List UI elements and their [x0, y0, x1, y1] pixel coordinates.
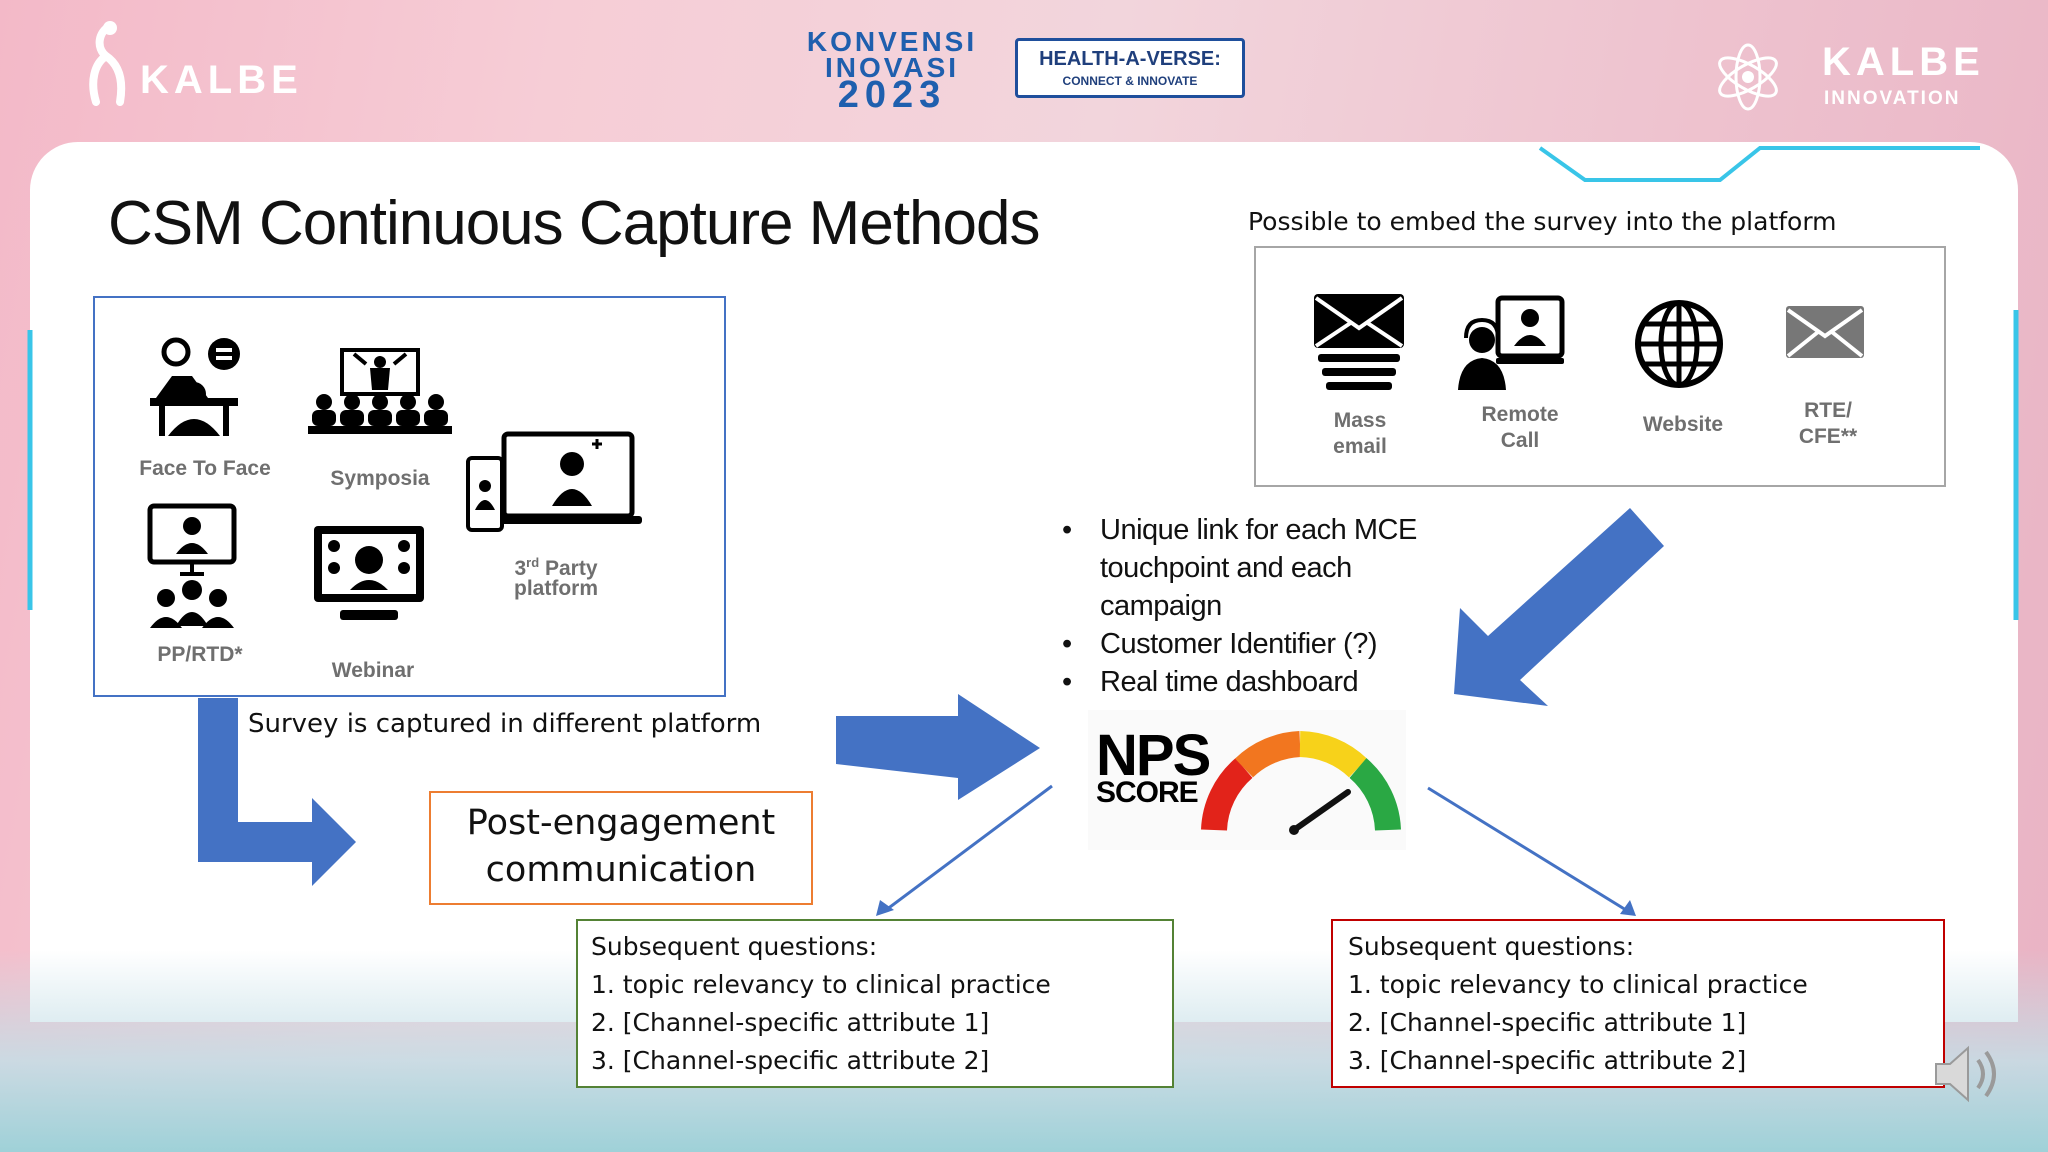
third-party-sup: rd [526, 555, 540, 570]
arrow-embed-to-nps [1454, 508, 1664, 706]
kalbe-logo-right-sub: INNOVATION [1824, 88, 1961, 109]
theme-title: HEALTH-A-VERSE: [1039, 48, 1221, 70]
post-engagement-box [429, 791, 813, 905]
arrow-left-box-to-post [198, 698, 356, 886]
kalbe-logo-left-text: KALBE [140, 58, 303, 102]
questions-left-q3: 3. [Channel-specific attribute 2] [591, 1046, 990, 1075]
rte-label-1: RTE/ [1804, 399, 1852, 422]
symposia-label: Symposia [330, 467, 430, 490]
rte-cfe-envelope-icon [1786, 306, 1864, 358]
bullet-dot-2: • [1062, 628, 1072, 660]
third-party-platform-icon [466, 431, 642, 532]
theme-badge [1015, 38, 1245, 98]
rte-label-2: CFE** [1798, 425, 1858, 448]
third-party-rest: Party [539, 557, 598, 580]
face-to-face-icon [150, 337, 240, 436]
nps-score-text: SCORE [1096, 776, 1199, 809]
pp-rtd-label: PP/RTD* [157, 643, 243, 666]
kalbe-innovation-logo-icon [1718, 43, 1778, 111]
bullet-dot-1: • [1062, 514, 1072, 546]
embed-caption: Possible to embed the survey into the pl… [1248, 207, 1837, 236]
arrow-nps-to-left-questions [885, 784, 1053, 912]
third-party-num: 3 [514, 557, 527, 580]
bullet-1-line-2: touchpoint and each [1100, 552, 1352, 584]
survey-channels-box [93, 296, 726, 697]
bullet-3: Real time dashboard [1100, 666, 1359, 698]
speaker-icon[interactable] [1932, 1040, 2010, 1108]
remote-call-label-2: Call [1500, 429, 1540, 452]
mass-email-label-1: Mass [1333, 409, 1387, 432]
nps-gauge-icon [1201, 731, 1401, 835]
webinar-label: Webinar [331, 659, 415, 682]
kalbe-logo-icon [89, 21, 126, 106]
questions-left-heading: Subsequent questions: [591, 932, 878, 961]
bullet-1-line-1: Unique link for each MCE [1100, 514, 1417, 546]
theme-subtitle: CONNECT & INNOVATE [1062, 74, 1198, 88]
questions-right-q1: 1. topic relevancy to clinical practice [1348, 970, 1808, 999]
bullet-2: Customer Identifier (?) [1100, 628, 1378, 660]
slide-title: CSM Continuous Capture Methods [108, 189, 1040, 258]
arrow-nps-to-left-questions-head [876, 900, 894, 916]
third-party-label-line2: platform [514, 577, 598, 600]
webinar-icon [314, 526, 424, 620]
event-line-1: KONVENSI [806, 26, 978, 57]
questions-left-q1: 1. topic relevancy to clinical practice [591, 970, 1051, 999]
remote-call-icon [1458, 295, 1565, 390]
pp-rtd-icon [147, 503, 237, 628]
subsequent-questions-right-box [1331, 919, 1945, 1088]
symposia-icon [308, 348, 452, 434]
embed-channels-box [1254, 246, 1946, 487]
header-band: KALBE KONVENSI INOVASI 2023 HEALTH-A-VER… [0, 0, 2048, 150]
website-label: Website [1642, 413, 1724, 436]
arrow-nps-to-right-questions-head [1620, 900, 1636, 916]
nps-text: NPS [1096, 723, 1211, 788]
mass-email-icon [1314, 294, 1404, 390]
website-globe-icon [1635, 300, 1723, 388]
arrow-survey-to-nps [836, 694, 1040, 800]
bullet-dot-3: • [1062, 666, 1072, 698]
kalbe-logo-right-text: KALBE [1822, 40, 1985, 84]
survey-caption: Survey is captured in different platform [248, 709, 762, 739]
frame-accent [27, 146, 2019, 620]
questions-right-heading: Subsequent questions: [1348, 932, 1635, 961]
questions-left-q2: 2. [Channel-specific attribute 1] [591, 1008, 990, 1037]
face-to-face-label: Face To Face [139, 457, 271, 480]
post-engagement-line-1: Post-engagement [466, 803, 776, 843]
event-year: 2023 [837, 74, 947, 116]
subsequent-questions-left-box [576, 919, 1174, 1088]
post-engagement-line-2: communication [485, 850, 757, 890]
third-party-label-line1: 3rd Party [476, 550, 636, 582]
remote-call-label-1: Remote [1481, 403, 1559, 426]
mass-email-label-2: email [1333, 435, 1387, 458]
event-line-2: INOVASI [824, 52, 960, 83]
arrow-nps-to-right-questions [1427, 786, 1627, 912]
bullet-1-line-3: campaign [1100, 590, 1222, 622]
questions-right-q2: 2. [Channel-specific attribute 1] [1348, 1008, 1747, 1037]
questions-right-q3: 3. [Channel-specific attribute 2] [1348, 1046, 1747, 1075]
